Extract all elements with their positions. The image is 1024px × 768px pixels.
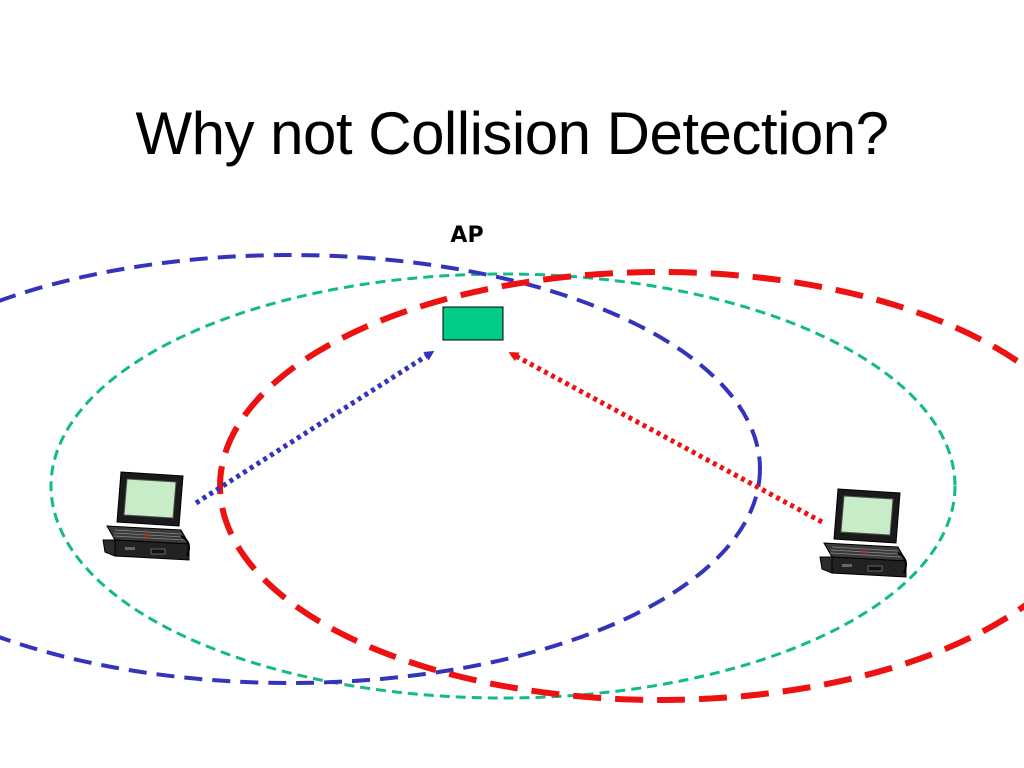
right-station-range-ellipse [217,269,1024,703]
laptop-icon [102,471,190,561]
ap-range-ellipse [49,272,957,700]
left-station-range-ellipse [0,253,762,685]
left-transmission-arrow [194,350,435,506]
slide-title: Why not Collision Detection? [135,100,889,167]
access-point-box [442,306,504,341]
ap-label: AP [450,223,484,248]
laptop-icon [819,488,907,578]
right-transmission-arrow [508,351,824,525]
